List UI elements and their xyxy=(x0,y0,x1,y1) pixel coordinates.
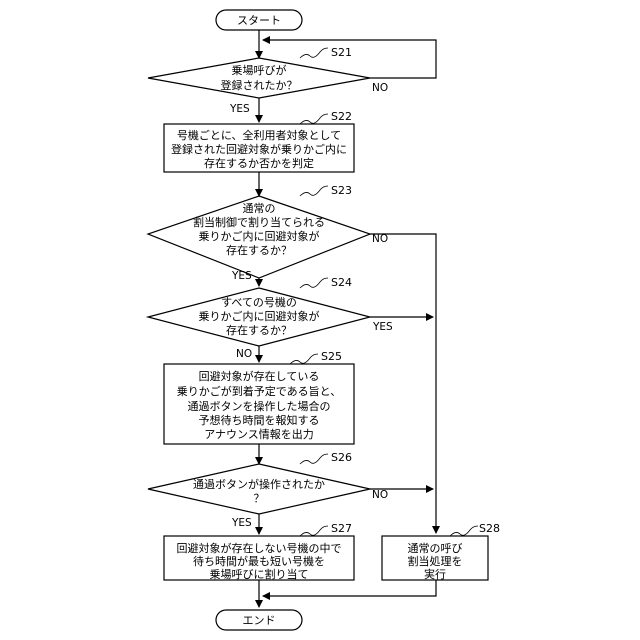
step-s25-process: 回避対象が存在している 乗りかごが到着予定である旨と、 通過ボタンを操作した場合… xyxy=(164,350,354,444)
s22-leader-line xyxy=(300,114,328,124)
s23-no-label: NO xyxy=(372,233,388,245)
s28-text-line-1: 通常の呼び xyxy=(408,542,463,555)
s27-leader-line xyxy=(300,526,328,536)
step-s21-decision: 乗場呼びが 登録されたか？ S21 NO YES xyxy=(148,46,388,115)
s25-text-line-3: 通過ボタンを操作した場合の xyxy=(188,399,331,413)
s23-yes-label: YES xyxy=(231,270,252,282)
s28-text-line-2: 割当処理を xyxy=(408,554,463,568)
step-s24-decision: すべての号機の 乗りかご内に回避対象が 存在するか？ S24 YES NO xyxy=(148,276,393,360)
s24-text-line-1: すべての号機の xyxy=(221,295,297,309)
s23-text-line-4: 存在するか？ xyxy=(226,243,292,257)
step-s23-decision: 通常の 割当制御で割り当てられる 乗りかご内に回避対象が 存在するか？ S23 … xyxy=(148,184,388,282)
s26-yes-label: YES xyxy=(231,517,252,529)
s23-text-line-1: 通常の xyxy=(243,202,276,215)
s21-no-label: NO xyxy=(372,82,388,94)
s25-id: S25 xyxy=(321,350,342,363)
start-label: スタート xyxy=(237,14,281,27)
step-s28-process: 通常の呼び 割当処理を 実行 S28 xyxy=(382,522,500,581)
s28-leader-line xyxy=(450,526,478,536)
s25-text-line-1: 回避対象が存在している xyxy=(199,369,320,383)
end-terminal: エンド xyxy=(216,610,302,630)
s22-text-line-3: 存在するか否かを判定 xyxy=(204,156,314,170)
s24-id: S24 xyxy=(331,276,352,289)
end-label: エンド xyxy=(243,614,276,627)
s22-text-line-2: 登録された回避対象が乗りかご内に xyxy=(171,142,347,156)
s24-text-line-2: 乗りかご内に回避対象が xyxy=(199,309,320,323)
s27-text-line-3: 乗場呼びに割り当て xyxy=(210,567,309,581)
s21-text-line-2: 登録されたか？ xyxy=(221,78,298,92)
s27-text-line-1: 回避対象が存在しない号機の中で xyxy=(177,541,342,555)
s23-leader-line xyxy=(300,186,328,196)
s22-id: S22 xyxy=(331,110,352,123)
s21-id: S21 xyxy=(331,46,352,59)
s26-leader-line xyxy=(300,454,328,464)
s25-text-line-5: アナウンス情報を出力 xyxy=(204,427,314,441)
s25-leader-line xyxy=(290,354,318,364)
s28-id: S28 xyxy=(479,522,500,535)
s23-id: S23 xyxy=(331,184,352,197)
s27-id: S27 xyxy=(331,522,352,535)
s25-text-line-4: 予想待ち時間を報知する xyxy=(199,413,320,427)
s28-text-line-3: 実行 xyxy=(424,567,446,581)
s26-no-label: NO xyxy=(372,489,388,501)
arrow-s28-merge xyxy=(263,580,436,596)
s22-text-line-1: 号機ごとに、全利用者対象として xyxy=(177,128,341,142)
s24-yes-label: YES xyxy=(372,321,393,333)
s21-leader-line xyxy=(300,48,328,58)
s24-leader-line xyxy=(300,278,328,288)
s23-text-line-2: 割当制御で割り当てられる xyxy=(193,215,325,229)
start-terminal: スタート xyxy=(216,10,302,30)
s24-no-label: NO xyxy=(236,348,252,360)
s26-text-line-2: ？ xyxy=(254,492,265,505)
s26-text-line-1: 通過ボタンが操作されたか xyxy=(193,477,325,491)
s21-text-line-1: 乗場呼びが xyxy=(232,63,287,77)
s27-text-line-2: 待ち時間が最も短い号機を xyxy=(193,554,325,568)
step-s26-decision: 通過ボタンが操作されたか ？ S26 NO YES xyxy=(148,451,388,529)
s21-yes-label: YES xyxy=(229,103,250,115)
s26-id: S26 xyxy=(331,451,352,464)
s25-text-line-2: 乗りかごが到着予定である旨と、 xyxy=(177,384,341,398)
s24-text-line-3: 存在するか？ xyxy=(226,323,292,337)
s23-text-line-3: 乗りかご内に回避対象が xyxy=(199,229,320,243)
